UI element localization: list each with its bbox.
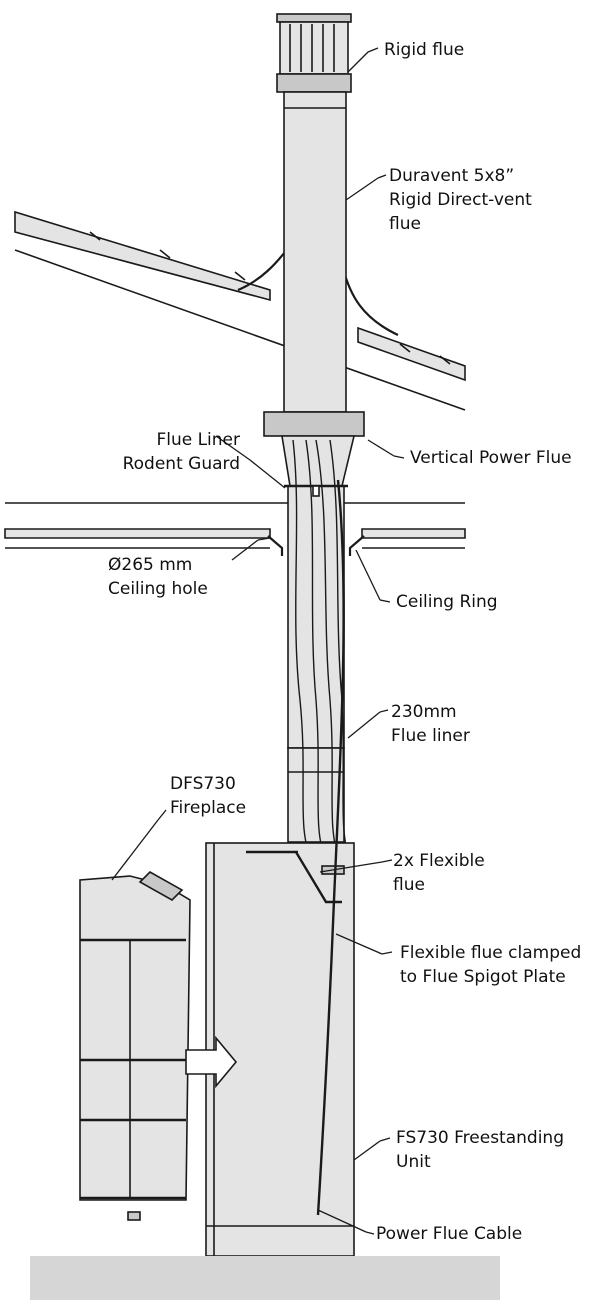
flexible-flues (292, 439, 351, 861)
label-flue-liner: 230mm Flue liner (391, 702, 470, 746)
label-power-flue-cable: Power Flue Cable (376, 1224, 523, 1244)
insert-arrow (185, 1035, 238, 1089)
rigid-flue-cap (276, 13, 352, 93)
label-rodent-guard: Flue Liner Rodent Guard (122, 430, 240, 474)
ceiling (4, 502, 466, 549)
duravent-rigid-flue (283, 91, 347, 413)
label-ceiling-ring: Ceiling Ring (396, 592, 498, 612)
label-duravent-flue: Duravent 5x8” Rigid Direct-vent flue (389, 166, 532, 234)
ceiling-ring (267, 535, 365, 556)
label-dfs730-fireplace: DFS730 Fireplace (170, 774, 247, 818)
vertical-power-flue (263, 411, 365, 487)
floor (30, 1256, 500, 1300)
label-fs730-unit: FS730 Freestanding Unit (396, 1128, 564, 1172)
freestanding-unit (205, 842, 355, 1257)
label-rigid-flue: Rigid flue (384, 40, 465, 60)
roof (14, 210, 466, 411)
label-vertical-power-flue: Vertical Power Flue (410, 448, 572, 468)
leader-lines (111, 47, 405, 1235)
label-ceiling-hole: Ø265 mm Ceiling hole (108, 555, 208, 599)
label-flexible-flue: 2x Flexible flue (393, 851, 485, 895)
power-flue-cable (316, 479, 345, 1216)
dfs730-fireplace (79, 871, 191, 1221)
label-flue-spigot-plate: Flexible flue clamped to Flue Spigot Pla… (400, 943, 582, 987)
